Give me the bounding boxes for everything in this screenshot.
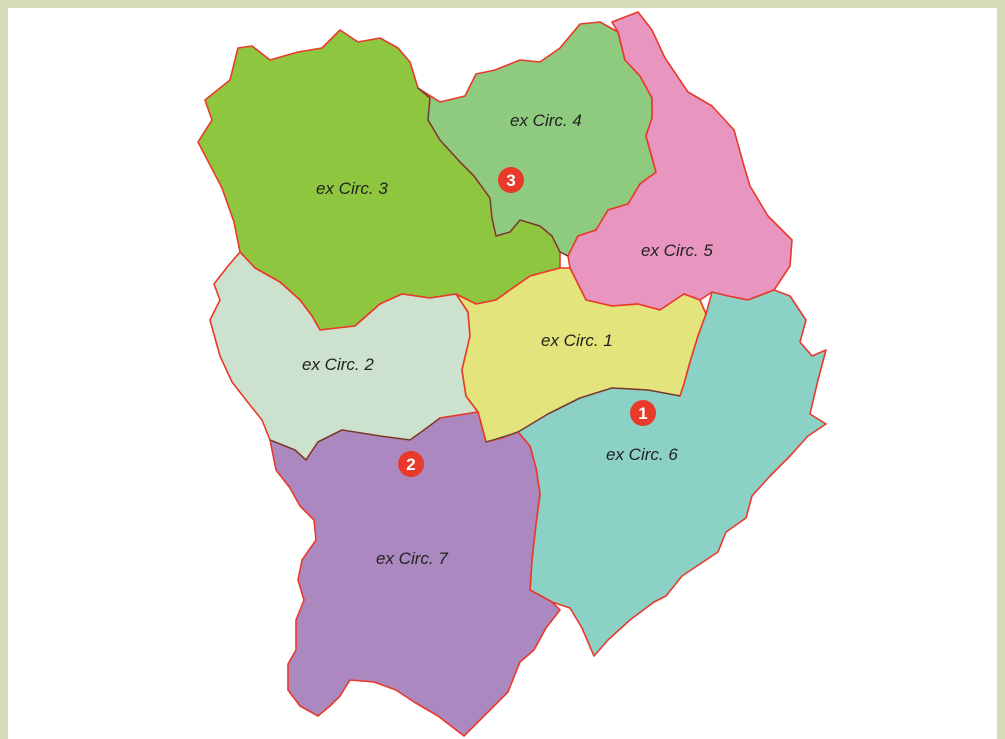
boundary-c1-c6 bbox=[485, 387, 681, 443]
marker-2[interactable]: 2 bbox=[398, 451, 424, 477]
marker-3[interactable]: 3 bbox=[498, 167, 524, 193]
label-c3: ex Circ. 3 bbox=[316, 179, 388, 198]
label-c2: ex Circ. 2 bbox=[302, 355, 374, 374]
boundary-c2-c7 bbox=[269, 417, 441, 461]
label-c6: ex Circ. 6 bbox=[606, 445, 678, 464]
label-c4: ex Circ. 4 bbox=[510, 111, 582, 130]
marker-1[interactable]: 1 bbox=[630, 400, 656, 426]
label-c7: ex Circ. 7 bbox=[376, 549, 448, 568]
label-c5: ex Circ. 5 bbox=[641, 241, 713, 260]
boundary-c3-c4 bbox=[417, 87, 569, 257]
svg-text:2: 2 bbox=[406, 455, 415, 474]
svg-text:3: 3 bbox=[506, 171, 515, 190]
svg-text:1: 1 bbox=[638, 404, 647, 423]
label-c1: ex Circ. 1 bbox=[541, 331, 613, 350]
district-map: ex Circ. 1 ex Circ. 2 ex Circ. 3 ex Circ… bbox=[197, 11, 827, 737]
map-frame: ex Circ. 1 ex Circ. 2 ex Circ. 3 ex Circ… bbox=[8, 8, 997, 739]
